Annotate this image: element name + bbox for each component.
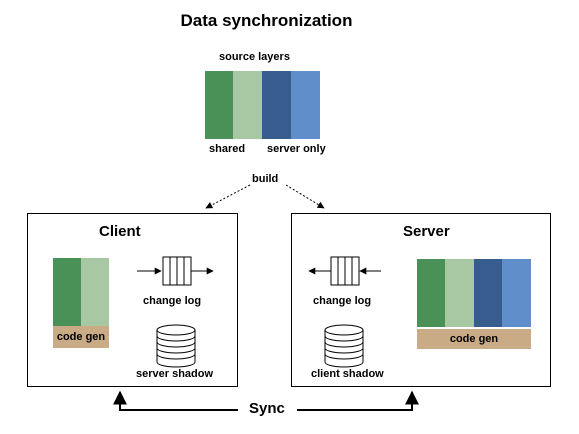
shared-layer-light — [233, 71, 262, 139]
server-title: Server — [403, 223, 450, 240]
shared-label: shared — [209, 143, 246, 155]
server-only-label: server only — [267, 143, 326, 155]
build-arrow-to-server — [285, 184, 325, 209]
sync-arrow-left — [113, 390, 238, 411]
client-code-gen: code gen — [53, 326, 109, 348]
diagram-title: Data synchronization — [180, 11, 353, 30]
server-only-layer-dark — [262, 71, 291, 139]
source-layers-stack — [205, 71, 320, 139]
build-arrow-to-client — [205, 184, 251, 209]
sync-arrow-right — [297, 390, 419, 411]
server-shared-layer-light — [445, 259, 474, 327]
server-only-layer-light — [291, 71, 320, 139]
client-shared-layer-light — [81, 258, 109, 326]
client-layers-stack — [53, 258, 109, 326]
sync-label: Sync — [249, 400, 285, 417]
server-only-layer-dark-copy — [474, 259, 502, 327]
client-change-log-icon — [137, 256, 214, 286]
client-shadow-database-icon — [156, 324, 196, 368]
server-change-log-label: change log — [313, 295, 372, 307]
client-title: Client — [99, 223, 141, 240]
server-only-layer-light-copy — [502, 259, 531, 327]
client-panel: Client code gen change log server shadow — [27, 213, 238, 387]
server-layers-stack — [417, 259, 531, 327]
shared-layer-dark — [205, 71, 233, 139]
server-change-log-icon — [308, 256, 381, 286]
server-shared-layer-dark — [417, 259, 445, 327]
server-shadow-label: client shadow — [311, 368, 384, 380]
build-label: build — [252, 173, 279, 185]
server-shadow-database-icon — [324, 324, 364, 368]
source-layers-label: source layers — [219, 51, 290, 63]
client-change-log-label: change log — [143, 295, 202, 307]
server-code-gen: code gen — [417, 329, 531, 349]
client-shared-layer-dark — [53, 258, 81, 326]
client-shadow-label: server shadow — [136, 368, 214, 380]
